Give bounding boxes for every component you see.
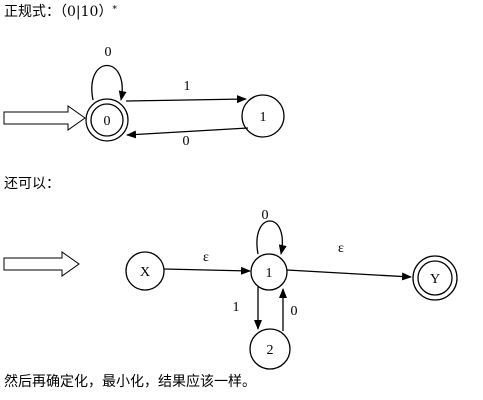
state-2: 2: [249, 328, 291, 370]
state-label-2: 2: [267, 343, 274, 358]
nfa-diagram-2: X ε 0 1 ε Y 1 0 2: [3, 208, 458, 370]
edge-0-0-loop: [91, 64, 127, 101]
state-label-0: 0: [104, 114, 111, 129]
regex-text: 正规式：（0|10）: [4, 4, 113, 20]
start-arrow-icon: [3, 105, 86, 131]
state-label-1b: 1: [266, 266, 273, 281]
kleene-star: *: [112, 5, 117, 15]
edge-X-1: [163, 266, 251, 275]
edge-label-2-1: 0: [291, 304, 298, 319]
edge-label-0-0: 0: [105, 45, 112, 60]
state-label-1: 1: [260, 110, 267, 125]
conclusion-caption: 然后再确定化，最小化，结果应该一样。: [4, 374, 256, 390]
edge-label-X-1: ε: [203, 250, 209, 265]
edge-label-1-0: 0: [183, 134, 190, 149]
state-0: 0: [85, 98, 129, 142]
edge-0-1: [125, 95, 247, 104]
state-label-Y: Y: [430, 272, 440, 287]
dfa-diagram-1: 0 0 1 1 0: [3, 45, 285, 149]
state-1: 1: [241, 94, 285, 138]
start-arrow-icon-2: [3, 251, 80, 277]
alternative-caption: 还可以：: [4, 176, 60, 192]
edge-1-Y: [286, 269, 412, 281]
edge-label-1-2: 1: [233, 300, 240, 315]
regex-caption: 正规式：（0|10）*: [4, 4, 117, 20]
state-Y: Y: [412, 255, 458, 301]
edge-label-1-Y: ε: [338, 241, 344, 256]
edge-label-1-1: 0: [262, 208, 269, 223]
state-1b: 1: [250, 253, 288, 291]
state-X: X: [125, 251, 165, 291]
state-label-X: X: [140, 265, 150, 280]
edge-1-0: [126, 127, 249, 139]
edge-label-0-1: 1: [184, 79, 191, 94]
edge-1-1-loop: [256, 220, 287, 255]
